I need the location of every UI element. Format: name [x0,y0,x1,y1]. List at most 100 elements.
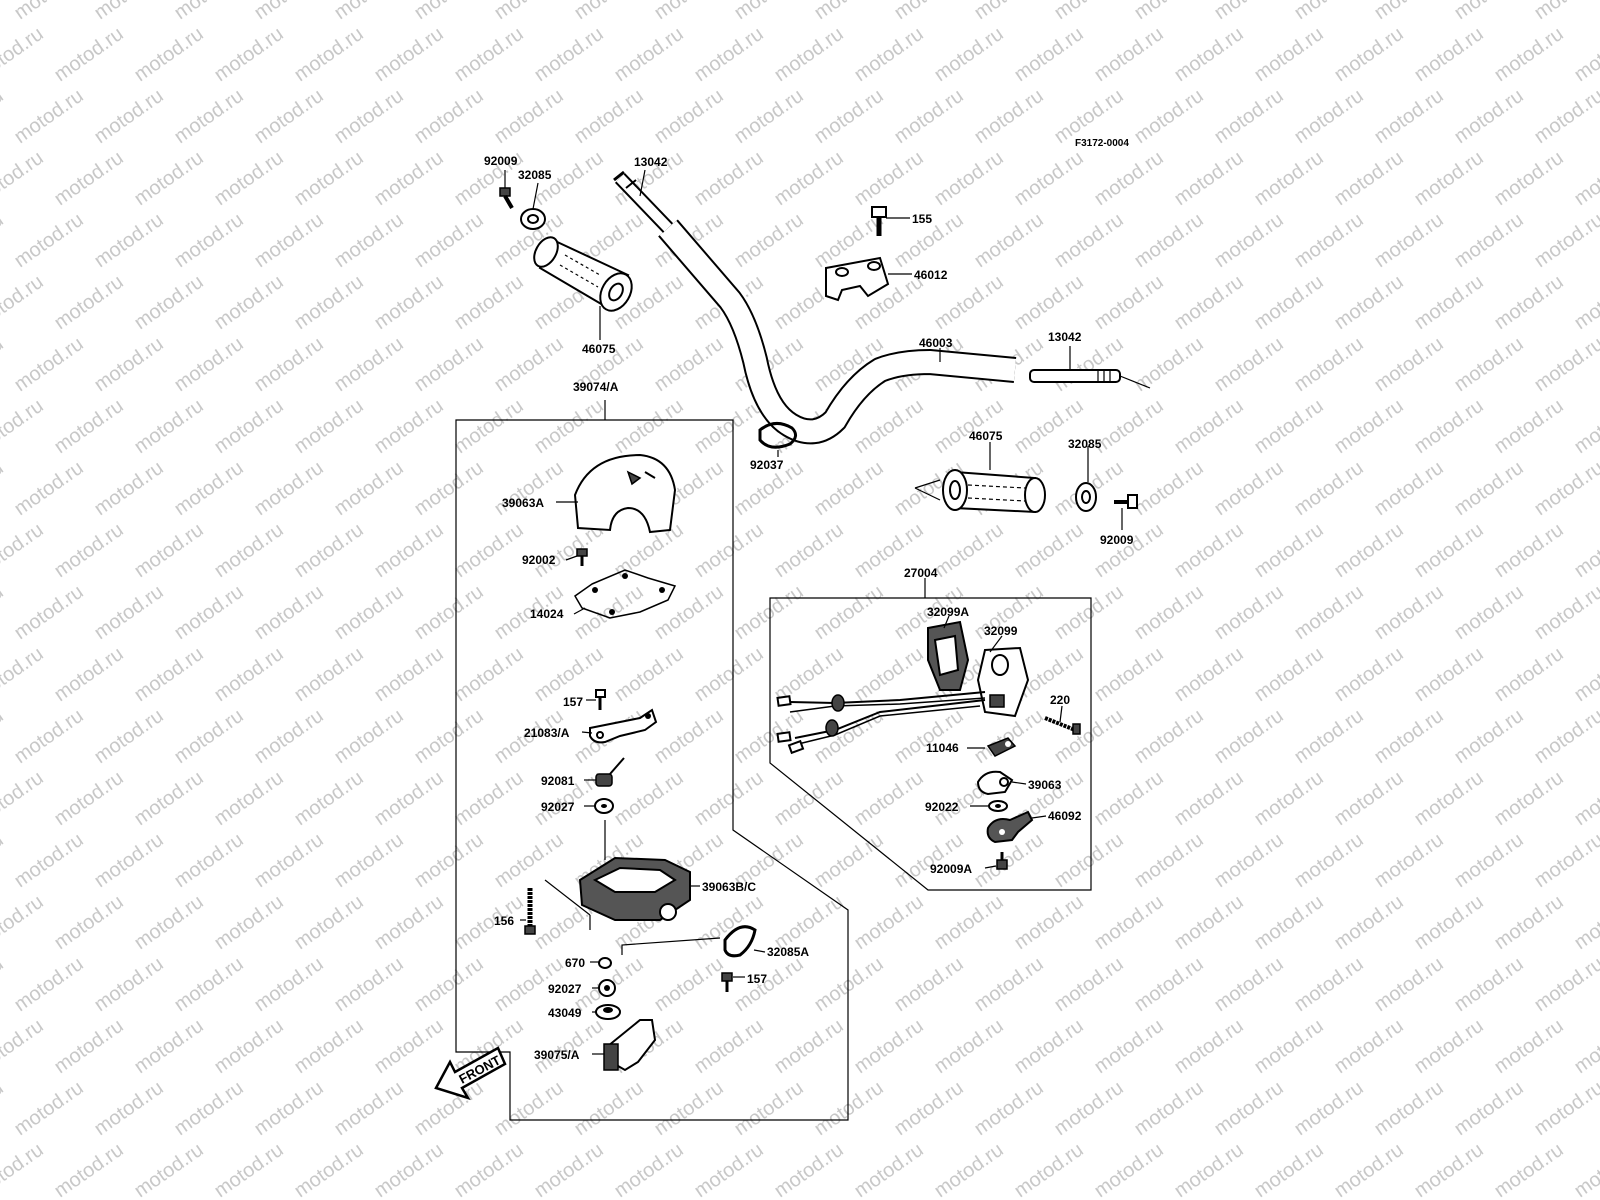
watermark-text: motod.ru [210,1139,287,1200]
watermark-text: motod.ru [850,147,927,210]
watermark-text: motod.ru [1530,85,1600,148]
watermark-text: motod.ru [330,581,407,644]
watermark-text: motod.ru [1450,829,1527,892]
watermark-text: motod.ru [930,1015,1007,1078]
watermark-text: motod.ru [1330,891,1407,954]
watermark-text: motod.ru [1490,891,1567,954]
watermark-text: motod.ru [1490,1139,1567,1200]
label-157-bottom: 157 [747,972,767,986]
watermark-text: motod.ru [250,333,327,396]
watermark-text: motod.ru [1450,581,1527,644]
watermark-text: motod.ru [1530,953,1600,1016]
watermark-text: motod.ru [1130,705,1207,768]
watermark-text: motod.ru [1050,705,1127,768]
leader-lines [504,169,1123,1055]
watermark-text: motod.ru [1530,457,1600,520]
screw-157-top [595,689,606,710]
watermark-text: motod.ru [1170,891,1247,954]
part-labels: 92009 32085 13042 155 46012 46075 46003 … [484,154,1134,1062]
gasket-14024 [574,569,677,619]
watermark-text: motod.ru [1250,23,1327,86]
watermark-text: motod.ru [370,643,447,706]
grip-46075-left [533,236,633,312]
watermark-text: motod.ru [1130,581,1207,644]
watermark-text: motod.ru [890,1077,967,1140]
watermark-text: motod.ru [850,1015,927,1078]
watermark-text: motod.ru [0,581,8,644]
watermark-text: motod.ru [1290,581,1367,644]
watermark-text: motod.ru [0,643,48,706]
watermark-text: motod.ru [330,457,407,520]
watermark-text: motod.ru [0,85,8,148]
watermark-text: motod.ru [1530,705,1600,768]
watermark-text: motod.ru [1410,147,1487,210]
watermark-text: motod.ru [1090,1015,1167,1078]
watermark-text: motod.ru [210,395,287,458]
watermark-text: motod.ru [410,705,487,768]
watermark-text: motod.ru [330,829,407,892]
watermark-text: motod.ru [1330,1139,1407,1200]
watermark-text: motod.ru [410,209,487,272]
watermark-text: motod.ru [1050,209,1127,272]
watermark-text: motod.ru [1210,85,1287,148]
watermark-text: motod.ru [170,705,247,768]
watermark-text: motod.ru [10,705,87,768]
watermark-text: motod.ru [0,767,48,830]
screw-92009-right [1114,494,1138,509]
part-11046 [986,737,1017,757]
watermark-text: motod.ru [890,953,967,1016]
watermark-text: motod.ru [1170,395,1247,458]
watermark-text: motod.ru [450,395,527,458]
label-46003: 46003 [919,336,953,350]
watermark-text: motod.ru [290,1015,367,1078]
watermark-text: motod.ru [730,953,807,1016]
label-92081: 92081 [541,774,575,788]
watermark-text: motod.ru [250,457,327,520]
watermark-text: motod.ru [1450,0,1527,24]
label-11046: 11046 [926,741,959,755]
watermark-text: motod.ru [0,953,8,1016]
watermark-text: motod.ru [250,705,327,768]
watermark-text: motod.ru [1090,271,1167,334]
watermark-text: motod.ru [1130,209,1207,272]
watermark-text: motod.ru [490,829,567,892]
watermark-text: motod.ru [810,581,887,644]
watermark-text: motod.ru [130,271,207,334]
watermark-text: motod.ru [1170,1139,1247,1200]
watermark-text: motod.ru [50,519,127,582]
watermark-text: motod.ru [170,1077,247,1140]
label-92002: 92002 [522,553,556,567]
watermark-text: motod.ru [1450,705,1527,768]
watermark-text: motod.ru [490,85,567,148]
watermark-text: motod.ru [690,1015,767,1078]
watermark-text: motod.ru [0,147,48,210]
watermark-text: motod.ru [170,0,247,24]
watermark-text: motod.ru [650,953,727,1016]
watermark-text: motod.ru [1170,23,1247,86]
watermark-text: motod.ru [170,209,247,272]
watermark-text: motod.ru [210,271,287,334]
watermark-text: motod.ru [10,85,87,148]
watermark-text: motod.ru [1330,395,1407,458]
watermark-text: motod.ru [570,0,647,24]
watermark-text: motod.ru [90,0,167,24]
watermark-text: motod.ru [1210,209,1287,272]
watermark-text: motod.ru [250,1077,327,1140]
watermark-text: motod.ru [1490,767,1567,830]
watermark-text: motod.ru [330,953,407,1016]
watermark-text: motod.ru [1050,581,1127,644]
label-92009-right: 92009 [1100,533,1134,547]
part-39063 [976,770,1014,796]
watermark-text: motod.ru [1010,23,1087,86]
watermark-text: motod.ru [850,395,927,458]
throttle-tube-13042-left [613,170,674,233]
watermark-text: motod.ru [970,953,1047,1016]
watermark-text: motod.ru [1530,581,1600,644]
watermark-text: motod.ru [0,891,48,954]
watermark-text: motod.ru [130,643,207,706]
label-92009-left: 92009 [484,154,518,168]
watermark-text: motod.ru [1010,891,1087,954]
label-46092: 46092 [1048,809,1082,823]
watermark-text: motod.ru [1130,0,1207,24]
part-43049 [595,1004,621,1020]
